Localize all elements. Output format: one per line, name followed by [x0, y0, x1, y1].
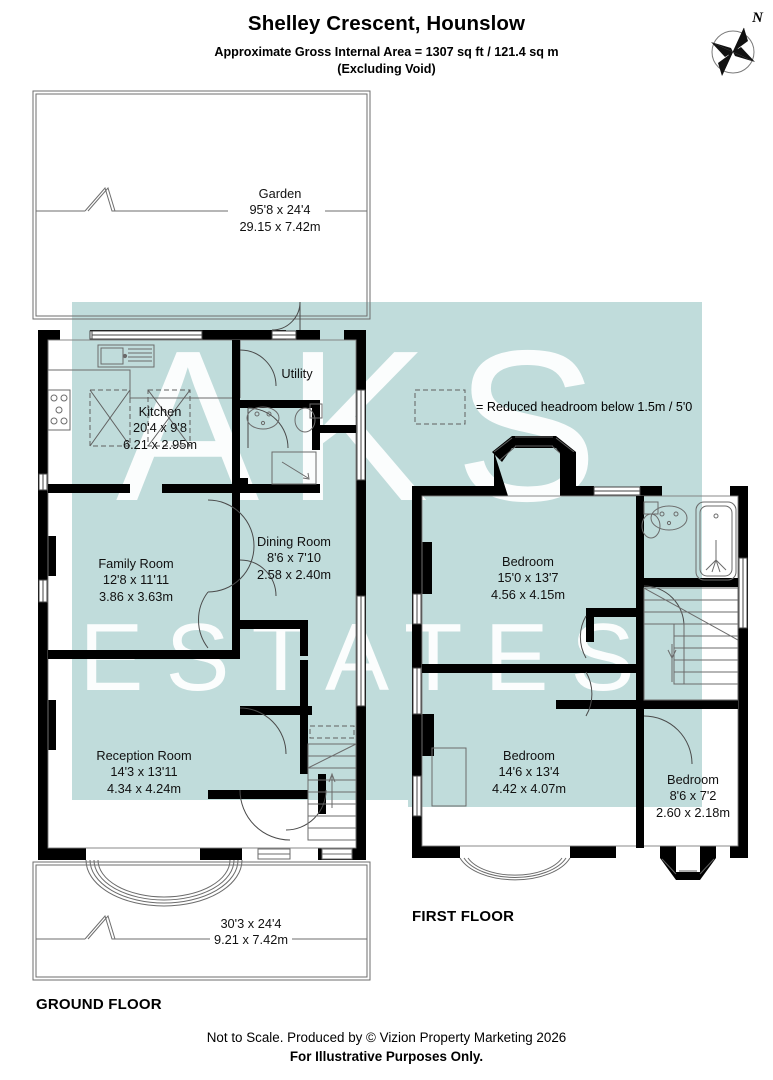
room-label-reception-room: Reception Room 14'3 x 13'11 4.34 x 4.24m [96, 748, 192, 796]
garden-plot-outline [32, 90, 371, 320]
ground-floor-front-door [257, 848, 353, 860]
ground-floor-staircase [307, 743, 357, 841]
ground-floor-bay-window [85, 859, 243, 907]
ground-floor-doors [198, 301, 327, 841]
ground-floor-windows [38, 330, 366, 707]
compass-rose-icon [711, 27, 755, 76]
ground-floor-title: GROUND FLOOR [36, 996, 162, 1013]
ground-floor-stair-cupboard [309, 725, 355, 739]
first-floor-front-bay-right [660, 858, 716, 880]
first-floor-doors [579, 585, 693, 765]
front-plot-dimension-line [36, 914, 367, 940]
room-label-utility: Utility [281, 366, 313, 381]
garden-dimension-line [36, 186, 367, 212]
front-plot-outline [32, 861, 371, 981]
compass-north-label: N [752, 10, 763, 26]
front-plot-dimensions: 30'3 x 24'4 9.21 x 7.42m [214, 916, 288, 948]
footer-disclaimer: For Illustrative Purposes Only. [289, 1049, 484, 1065]
kitchen-fittings [47, 340, 241, 431]
room-label-family-room: Family Room 12'8 x 11'11 3.86 x 3.63m [98, 556, 174, 604]
footer-credit: Not to Scale. Produced by © Vizion Prope… [206, 1030, 567, 1045]
page-title: Shelley Crescent, Hounslow [247, 12, 526, 35]
ground-floor-internal-walls [48, 340, 356, 814]
footer: Not to Scale. Produced by © Vizion Prope… [0, 1028, 773, 1067]
room-label-bedroom-3: Bedroom 8'6 x 7'2 2.60 x 2.18m [656, 772, 730, 820]
excluding-void-text: (Excluding Void) [337, 61, 436, 76]
compass-rose: N [703, 10, 767, 80]
room-label-garden: Garden 95'8 x 24'4 29.15 x 7.42m [239, 186, 321, 234]
ground-floor-wc-fixtures [246, 403, 323, 485]
first-floor-windows [412, 486, 748, 817]
gross-internal-area-text: Approximate Gross Internal Area = 1307 s… [214, 44, 559, 59]
room-label-kitchen: Kitchen 20'4 x 9'8 6.21 x 2.95m [123, 404, 197, 452]
reduced-headroom-legend-text: = Reduced headroom below 1.5m / 5'0 [476, 400, 693, 414]
first-floor-wardrobe [431, 747, 467, 807]
first-floor-front-bay [459, 857, 571, 881]
room-label-bedroom-1: Bedroom 15'0 x 13'7 4.56 x 4.15m [491, 554, 565, 602]
first-floor-internal-walls [422, 496, 738, 848]
reduced-headroom-legend-box [414, 389, 466, 425]
first-floor-staircase [643, 587, 739, 701]
room-label-bedroom-2: Bedroom 14'6 x 13'4 4.42 x 4.07m [492, 748, 566, 796]
kitchen-appliance-cross [89, 389, 191, 447]
ground-floor-inner-lines [47, 339, 357, 849]
first-floor-title: FIRST FLOOR [412, 908, 515, 925]
kitchen-appliance-spaces [89, 389, 191, 447]
first-floor-bathroom-fixtures [641, 501, 737, 581]
header: Shelley Crescent, Hounslow Approximate G… [0, 0, 773, 78]
room-label-dining-room: Dining Room 8'6 x 7'10 2.58 x 2.40m [257, 534, 331, 582]
